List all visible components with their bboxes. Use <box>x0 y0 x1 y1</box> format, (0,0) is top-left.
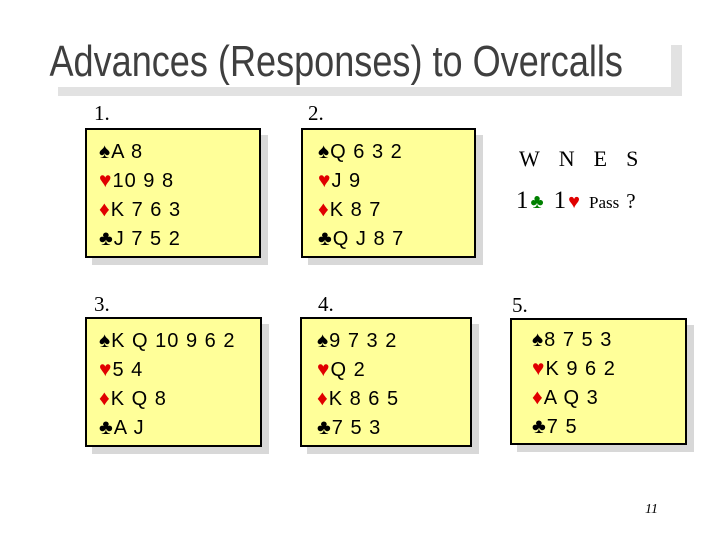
club-icon: ♣ <box>317 416 331 439</box>
hand-row-clubs: ♣7 5 <box>532 412 685 441</box>
hand-row-diamonds: ♦A Q 3 <box>532 383 685 412</box>
hand-row-spades: ♠K Q 10 9 6 2 <box>99 326 260 355</box>
diamond-icon: ♦ <box>532 386 543 409</box>
seat-north: N <box>558 146 575 171</box>
club-icon: ♣ <box>530 191 544 213</box>
hand-row-clubs: ♣J 7 5 2 <box>99 224 259 253</box>
hand-row-clubs: ♣7 5 3 <box>317 413 470 442</box>
hand-row-spades: ♠Q 6 3 2 <box>318 137 474 166</box>
heart-icon: ♥ <box>99 358 112 381</box>
hand-cards: Q 6 3 2 <box>330 141 403 163</box>
hand-cards: 8 7 5 3 <box>544 329 613 351</box>
hand-label-1: 1. <box>94 101 110 125</box>
hand-cards: A 8 <box>111 141 144 163</box>
hand-box-5: ♠8 7 5 3 ♥K 9 6 2 ♦A Q 3 ♣7 5 <box>510 318 687 445</box>
hand-row-diamonds: ♦K 8 7 <box>318 195 474 224</box>
spade-icon: ♠ <box>317 329 329 352</box>
hand-cards: K Q 10 9 6 2 <box>111 330 236 352</box>
bid-level: 1 <box>516 187 529 214</box>
hand-label-4: 4. <box>318 292 334 316</box>
hand-row-hearts: ♥5 4 <box>99 355 260 384</box>
spade-icon: ♠ <box>318 140 330 163</box>
hand-row-hearts: ♥Q 2 <box>317 355 470 384</box>
hand-cards: 7 5 <box>546 416 578 438</box>
hand-row-clubs: ♣A J <box>99 413 260 442</box>
hand-row-clubs: ♣Q J 8 7 <box>318 224 474 253</box>
diamond-icon: ♦ <box>99 198 110 221</box>
hand-cards: K 8 7 <box>329 199 382 221</box>
hand-row-hearts: ♥J 9 <box>318 166 474 195</box>
seat-east: E <box>593 146 608 171</box>
club-icon: ♣ <box>318 227 332 250</box>
title-box: Advances (Responses) to Overcalls <box>47 36 671 87</box>
hand-row-spades: ♠A 8 <box>99 137 259 166</box>
hand-cards: K Q 8 <box>110 388 167 410</box>
page-title: Advances (Responses) to Overcalls <box>49 37 623 86</box>
club-icon: ♣ <box>99 227 113 250</box>
auction-seats: W N E S <box>519 146 638 172</box>
hand-row-hearts: ♥10 9 8 <box>99 166 259 195</box>
heart-icon: ♥ <box>532 357 545 380</box>
hand-row-diamonds: ♦K Q 8 <box>99 384 260 413</box>
hand-label-5: 5. <box>512 293 528 317</box>
hand-cards: J 9 <box>331 170 362 192</box>
heart-icon: ♥ <box>568 191 580 213</box>
diamond-icon: ♦ <box>317 387 328 410</box>
auction-calls: 1♣ 1♥ Pass ? <box>516 187 636 215</box>
hand-label-2: 2. <box>308 101 324 125</box>
spade-icon: ♠ <box>99 329 111 352</box>
hand-cards: K 7 6 3 <box>110 199 182 221</box>
spade-icon: ♠ <box>99 140 111 163</box>
hand-box-3: ♠K Q 10 9 6 2 ♥5 4 ♦K Q 8 ♣A J <box>85 317 262 447</box>
club-icon: ♣ <box>99 416 113 439</box>
bid-level: 1 <box>553 187 567 214</box>
hand-row-hearts: ♥K 9 6 2 <box>532 354 685 383</box>
call-one-heart: 1♥ <box>554 187 580 215</box>
seat-south: S <box>626 146 639 171</box>
hand-cards: 5 4 <box>112 359 144 381</box>
hand-cards: 9 7 3 2 <box>329 330 398 352</box>
hand-cards: 10 9 8 <box>112 170 175 192</box>
hand-cards: J 7 5 2 <box>113 228 181 250</box>
hand-box-2: ♠Q 6 3 2 ♥J 9 ♦K 8 7 ♣Q J 8 7 <box>301 128 476 258</box>
hand-row-spades: ♠9 7 3 2 <box>317 326 470 355</box>
heart-icon: ♥ <box>317 358 330 381</box>
heart-icon: ♥ <box>99 169 112 192</box>
spade-icon: ♠ <box>532 328 544 351</box>
page-number: 11 <box>645 502 658 517</box>
seat-west: W <box>519 146 540 171</box>
hand-cards: 7 5 3 <box>331 417 382 439</box>
call-question: ? <box>626 189 636 213</box>
hand-box-1: ♠A 8 ♥10 9 8 ♦K 7 6 3 ♣J 7 5 2 <box>85 128 261 258</box>
hand-cards: Q 2 <box>330 359 366 381</box>
diamond-icon: ♦ <box>318 198 329 221</box>
call-one-club: 1♣ <box>516 187 544 215</box>
hand-cards: A J <box>113 417 145 439</box>
hand-label-3: 3. <box>94 292 110 316</box>
hand-row-diamonds: ♦K 7 6 3 <box>99 195 259 224</box>
hand-cards: A Q 3 <box>543 387 599 409</box>
hand-row-spades: ♠8 7 5 3 <box>532 325 685 354</box>
hand-box-4: ♠9 7 3 2 ♥Q 2 ♦K 8 6 5 ♣7 5 3 <box>300 317 472 447</box>
heart-icon: ♥ <box>318 169 331 192</box>
hand-cards: K 9 6 2 <box>545 358 616 380</box>
hand-cards: K 8 6 5 <box>328 388 400 410</box>
call-pass: Pass <box>589 193 620 212</box>
diamond-icon: ♦ <box>99 387 110 410</box>
hand-row-diamonds: ♦K 8 6 5 <box>317 384 470 413</box>
hand-cards: Q J 8 7 <box>332 228 405 250</box>
club-icon: ♣ <box>532 415 546 438</box>
